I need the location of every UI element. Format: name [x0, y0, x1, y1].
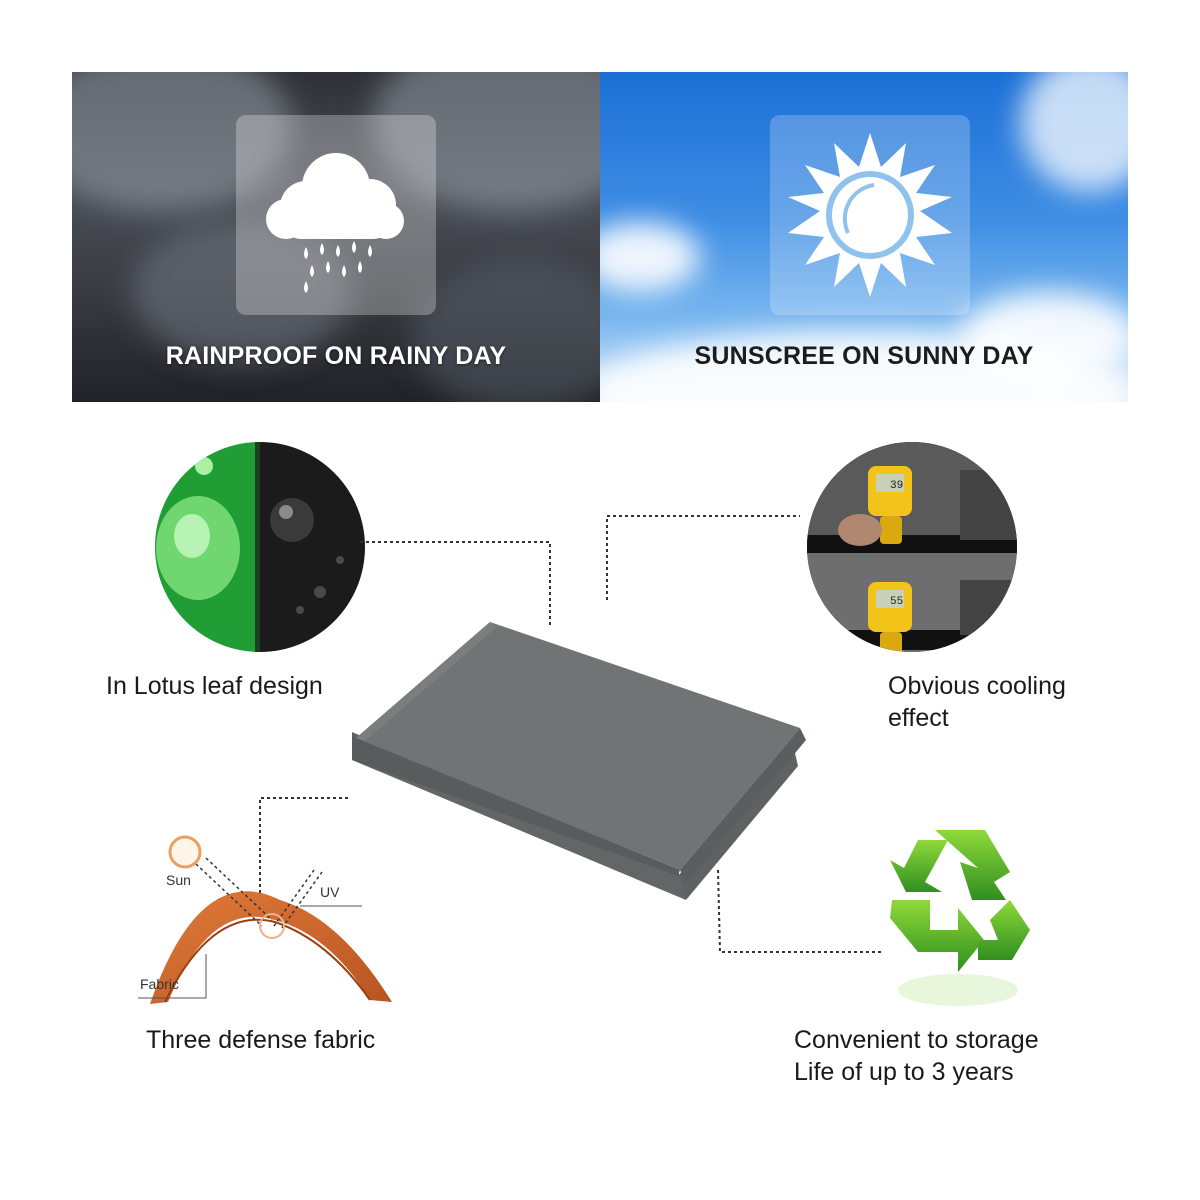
- cooling-caption-line1: Obvious cooling: [888, 672, 1066, 700]
- weather-banner: RAINPROOF ON RAINY DAY SUNSCREE ON SUNNY…: [72, 72, 1128, 402]
- lotus-caption: In Lotus leaf design: [106, 672, 323, 700]
- sun-icon-box: [770, 115, 970, 315]
- connector-cooling: [606, 515, 800, 600]
- defense-fabric-diagram: [138, 835, 392, 1004]
- thermometer-reading-top: 39: [890, 480, 903, 492]
- defense-caption: Three defense fabric: [146, 1026, 376, 1054]
- rainy-day-panel: RAINPROOF ON RAINY DAY: [72, 72, 600, 402]
- sun-icon: [788, 133, 952, 297]
- connector-lines: [259, 515, 882, 953]
- recycle-icon: [890, 830, 1030, 1006]
- rain-cloud-icon: [266, 153, 404, 293]
- storage-caption: Convenient to storage Life of up to 3 ye…: [794, 1024, 1114, 1088]
- sun-icon-small: [168, 835, 202, 869]
- rainy-day-label: RAINPROOF ON RAINY DAY: [165, 342, 507, 370]
- rain-cloud-icon-box: [236, 115, 436, 315]
- sunny-day-panel: SUNSCREE ON SUNNY DAY: [600, 72, 1128, 402]
- uv-label: UV: [320, 884, 340, 900]
- connector-defense: [259, 797, 348, 900]
- lotus-leaf-photo: [155, 442, 365, 652]
- folded-fabric: [352, 622, 806, 900]
- cooling-caption-line2: effect: [888, 704, 949, 732]
- thermometer-reading-bottom: 55: [890, 596, 903, 608]
- storage-caption-line1: Convenient to storage: [794, 1026, 1039, 1054]
- cooling-test-photo: [807, 442, 1017, 652]
- connector-storage: [717, 869, 882, 953]
- storage-caption-line2: Life of up to 3 years: [794, 1058, 1014, 1086]
- sun-label: Sun: [166, 872, 191, 888]
- sunny-day-label: SUNSCREE ON SUNNY DAY: [694, 342, 1034, 370]
- fabric-label: Fabric: [140, 976, 179, 992]
- connector-lotus: [360, 541, 551, 628]
- cooling-caption: Obvious cooling effect: [888, 670, 1148, 734]
